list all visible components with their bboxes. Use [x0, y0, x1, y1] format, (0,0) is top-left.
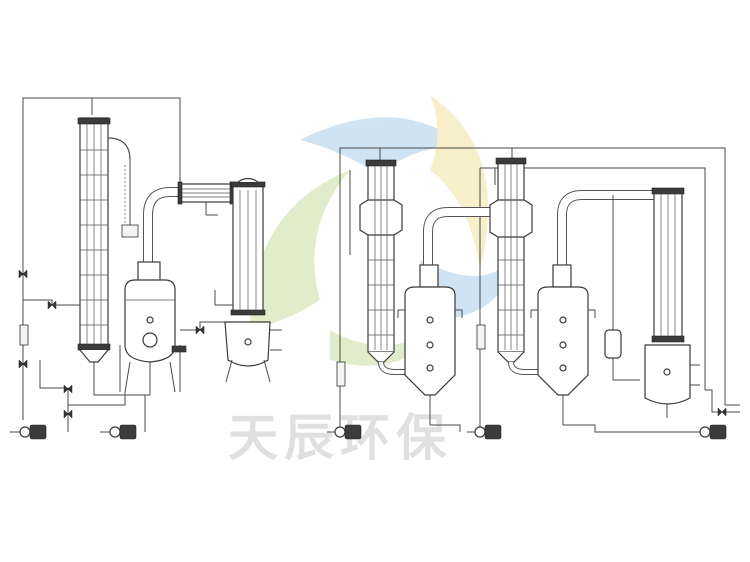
pump-icon [327, 424, 362, 440]
receiver-tank [604, 195, 640, 381]
pump-icon [699, 424, 727, 440]
separator-first-effect [397, 207, 495, 425]
flowmeter-icon [19, 324, 29, 346]
pump-icon [100, 424, 137, 440]
vertical-condenser [180, 177, 282, 383]
heater-column-second-effect [489, 157, 545, 375]
left-evaporator-system [10, 97, 282, 440]
flowmeter-icon [336, 361, 346, 387]
right-evaporator-system [327, 147, 740, 440]
watermark-text: 天辰环保 [228, 409, 452, 467]
separator-second-effect [530, 190, 655, 425]
heater-column-first-effect [359, 159, 415, 375]
horizontal-condenser [177, 181, 235, 216]
pump-icon [10, 424, 47, 440]
pump-icon [467, 424, 502, 440]
heater-column-left [77, 117, 111, 378]
final-condenser [644, 187, 700, 418]
separator-vessel-left [119, 261, 187, 393]
